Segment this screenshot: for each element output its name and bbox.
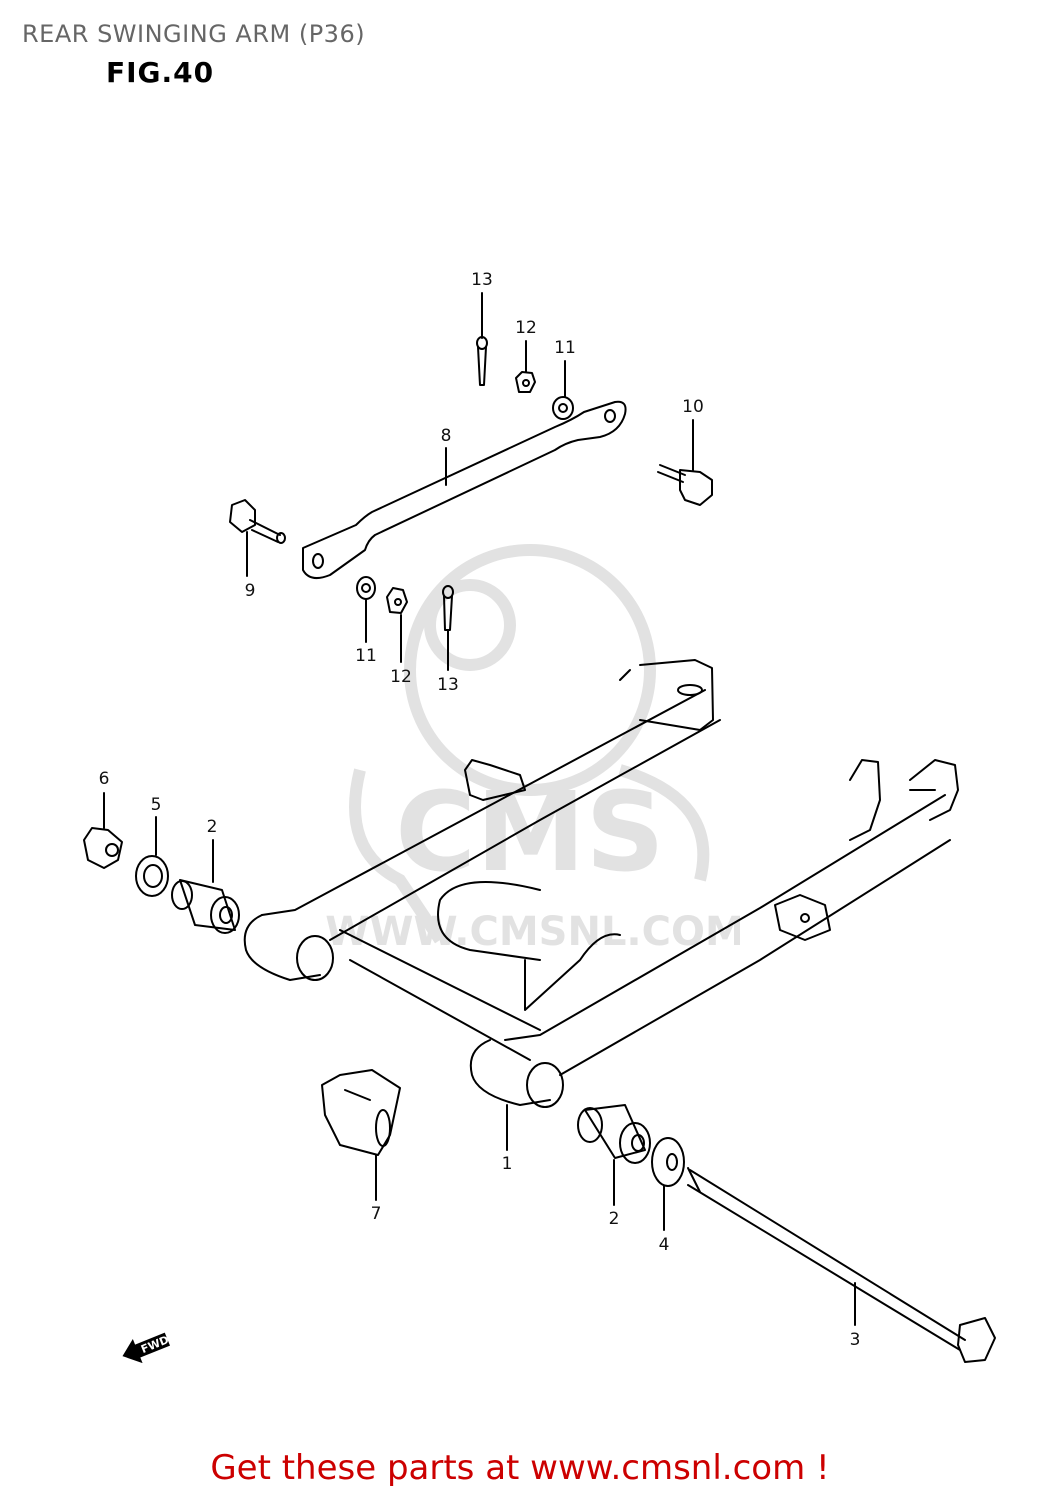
forward-arrow-icon: FWD [122, 1332, 171, 1364]
cotter-pin-13-top [476, 292, 488, 386]
callout-11-bottom[interactable]: 11 [355, 646, 377, 666]
callout-10[interactable]: 10 [682, 397, 704, 417]
callout-1[interactable]: 1 [501, 1154, 513, 1174]
callout-12-bottom[interactable]: 12 [390, 667, 412, 687]
washer-11-bottom [356, 576, 376, 643]
callout-13-bottom[interactable]: 13 [437, 675, 459, 695]
cotter-pin-13-bottom [442, 585, 454, 671]
nut-12-bottom [386, 587, 408, 663]
torque-link-8 [302, 400, 627, 580]
bolt-10 [657, 419, 713, 506]
cmsnl-promo-link[interactable]: Get these parts at www.cmsnl.com ! [210, 1448, 830, 1488]
callout-3[interactable]: 3 [849, 1330, 861, 1350]
callout-8[interactable]: 8 [440, 426, 452, 446]
svg-text:WWW.CMSNL.COM: WWW.CMSNL.COM [325, 909, 740, 955]
nut-12-top [515, 340, 536, 393]
callout-2-left[interactable]: 2 [206, 817, 218, 837]
bushing-2-left [171, 839, 240, 934]
nut-6 [83, 792, 123, 869]
washer-4 [651, 1137, 685, 1231]
washer-11-top [552, 360, 574, 420]
callout-13-top[interactable]: 13 [471, 270, 493, 290]
pivot-bolt-3 [687, 1167, 996, 1363]
figure-number: FIG.40 [106, 56, 215, 89]
clamp-7 [321, 1069, 401, 1201]
svg-text:FWD: FWD [139, 1333, 171, 1356]
callout-2-right[interactable]: 2 [608, 1209, 620, 1229]
callout-7[interactable]: 7 [370, 1204, 382, 1224]
callout-6[interactable]: 6 [98, 769, 110, 789]
bushing-2-right [577, 1104, 651, 1206]
swing-arm-1 [243, 659, 959, 1151]
page-title: REAR SWINGING ARM (P36) [22, 20, 366, 48]
bolt-9 [229, 499, 286, 577]
callout-11-top[interactable]: 11 [554, 338, 576, 358]
callout-5[interactable]: 5 [150, 795, 162, 815]
washer-5 [135, 816, 169, 897]
callout-4[interactable]: 4 [658, 1235, 670, 1255]
callout-12-top[interactable]: 12 [515, 318, 537, 338]
callout-9[interactable]: 9 [244, 581, 256, 601]
